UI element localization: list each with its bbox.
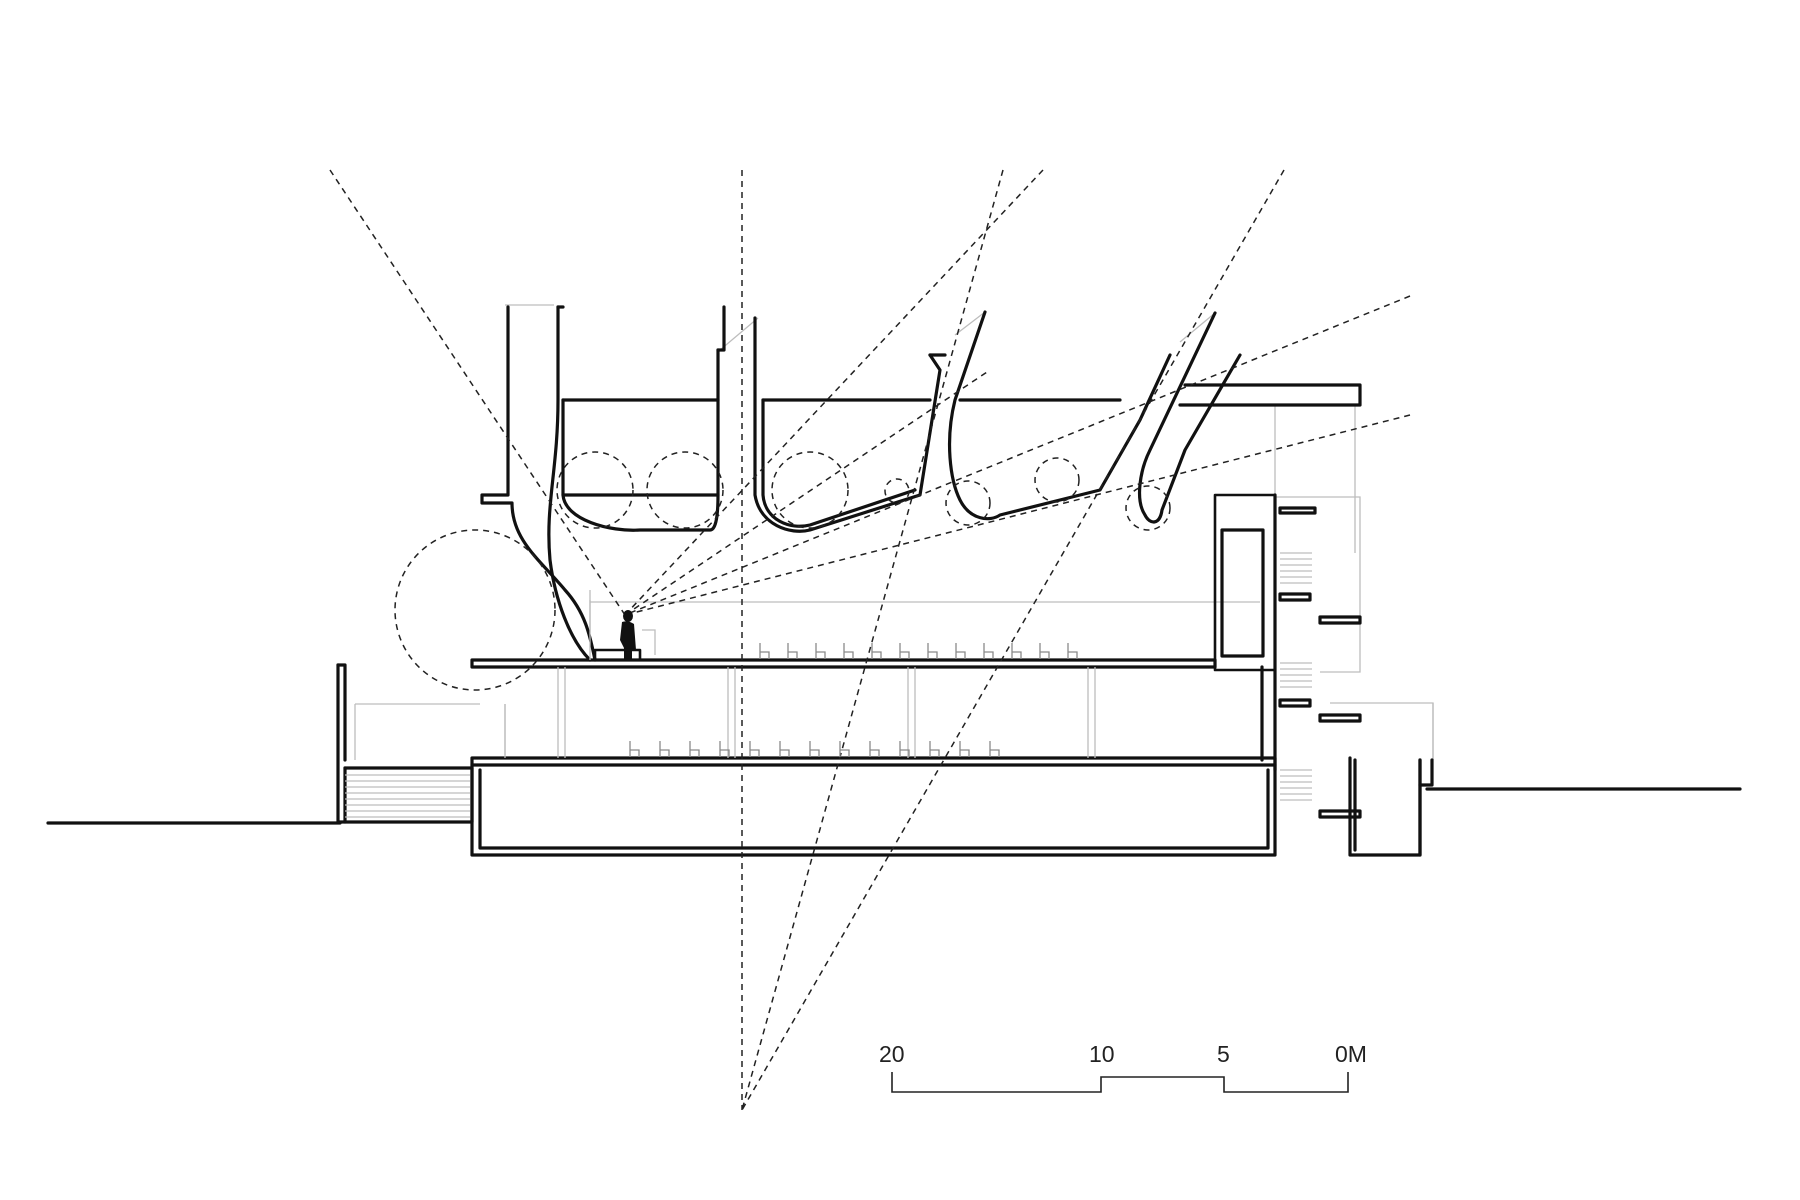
seat — [809, 741, 820, 757]
seat — [899, 643, 910, 659]
seat — [689, 741, 700, 757]
seat — [1011, 643, 1022, 659]
scale-label-0m: 0M — [1335, 1041, 1367, 1067]
guide-lines — [354, 304, 1434, 855]
scale-label-10: 10 — [1089, 1041, 1115, 1067]
building-structure — [336, 493, 1434, 857]
stair-left — [345, 774, 470, 818]
seat — [759, 643, 770, 659]
ground-line — [46, 787, 1742, 825]
seat — [871, 643, 882, 659]
sight-lines — [329, 169, 1411, 1111]
stair-right — [1278, 506, 1362, 819]
seat — [787, 643, 798, 659]
seat — [959, 741, 970, 757]
dashed-circles — [394, 451, 1171, 691]
seat — [629, 741, 640, 757]
columns — [504, 667, 1096, 758]
seat — [899, 741, 910, 757]
seat — [719, 741, 730, 757]
seating-lower — [629, 741, 1000, 757]
seat — [927, 643, 938, 659]
seat — [749, 741, 760, 757]
seat — [843, 643, 854, 659]
person-figure — [589, 590, 656, 662]
seat — [929, 741, 940, 757]
seat — [839, 741, 850, 757]
roof-structure — [480, 305, 1362, 662]
seat — [1067, 643, 1078, 659]
seat — [989, 741, 1000, 757]
seat — [779, 741, 790, 757]
scale-label-5: 5 — [1217, 1041, 1230, 1067]
scale-bar: 20 10 5 0M — [879, 1041, 1367, 1093]
seat — [1039, 643, 1050, 659]
seating-upper — [759, 643, 1078, 659]
seat — [869, 741, 880, 757]
scale-label-20: 20 — [879, 1041, 905, 1067]
seat — [659, 741, 670, 757]
seat — [955, 643, 966, 659]
seat — [983, 643, 994, 659]
seat — [815, 643, 826, 659]
